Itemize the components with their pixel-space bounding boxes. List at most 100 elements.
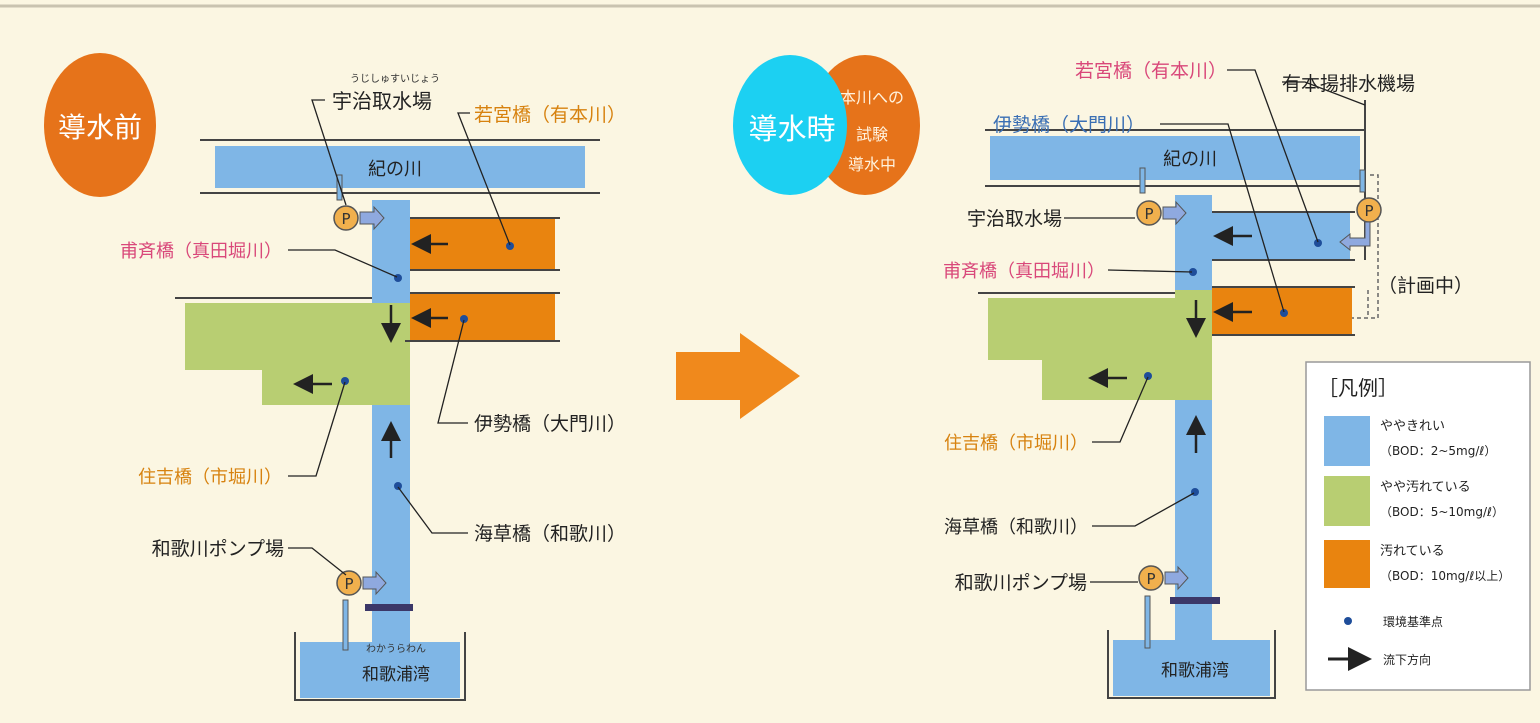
after-arimoto-drainage-label: 有本揚排水機場 [1282, 73, 1415, 95]
before-sumiyoshi-label: 住吉橋（市堀川） [138, 467, 282, 488]
planned-pipe [1352, 174, 1379, 319]
wakagawa-pump-icon [1138, 565, 1164, 591]
after-uji-label: 宇治取水場 [967, 208, 1062, 230]
leader-line [1282, 81, 1366, 106]
pump-outflow-arrow [1162, 200, 1187, 226]
after-bay-label: 和歌浦湾 [1161, 661, 1229, 681]
pump-letter: P [341, 210, 350, 228]
after-wakamiya-label: 若宮橋（有本川） [1075, 60, 1227, 82]
pump-outflow-arrow [1339, 221, 1371, 252]
pump-pipe [1139, 167, 1146, 194]
legend-item1-label: ややきれい [1380, 419, 1445, 434]
legend-item3-label: 汚れている [1380, 544, 1445, 559]
bay-furigana: わかうらわん [366, 643, 426, 655]
before-panel: 導水前 紀の川 わかうらわん 和歌浦湾 [44, 53, 626, 701]
leader-line [457, 112, 511, 246]
before-ise-label: 伊勢橋（大門川） [474, 413, 626, 435]
pump-letter: P [1144, 205, 1153, 223]
legend: ［凡例］ ややきれい （BOD：2~5mg/ℓ） やや汚れている （BOD：5~… [1305, 361, 1531, 691]
before-wakamiya-label: 若宮橋（有本川） [474, 104, 626, 126]
after-pump-station-label: 和歌川ポンプ場 [955, 572, 1087, 594]
transition-arrow [676, 333, 800, 419]
monitoring-point [1280, 309, 1288, 317]
after-ise-label: 伊勢橋（大門川） [993, 114, 1145, 136]
before-uji-label: 宇治取水場 [332, 89, 432, 113]
before-kaiso-label: 海草橋（和歌川） [474, 523, 626, 545]
after-badge-overlay-text: 導水時 [748, 112, 835, 146]
leader-line [311, 99, 347, 206]
leader-line [1227, 69, 1319, 243]
after-kinokawa-label: 紀の川 [1163, 149, 1217, 170]
wakaura-bay [1113, 640, 1270, 696]
monitoring-point [341, 377, 349, 385]
after-badge-hidden-3: 導水中 [848, 155, 896, 174]
wakagawa-pump-icon [336, 570, 362, 596]
bay-shore [294, 632, 466, 701]
monitoring-point [1144, 372, 1152, 380]
weir [365, 604, 413, 611]
leader-line [1160, 123, 1285, 313]
wakaura-bay [300, 642, 460, 698]
monitoring-point [460, 315, 468, 323]
legend-item1-sub: （BOD：2~5mg/ℓ） [1380, 444, 1496, 458]
legend-item2-sub: （BOD：5~10mg/ℓ） [1380, 505, 1504, 519]
legend-title: ［凡例］ [1318, 376, 1398, 400]
monitoring-point [1189, 268, 1197, 276]
pump-letter: P [344, 575, 353, 593]
pump-outflow-arrow [362, 570, 387, 596]
monitoring-point [1314, 239, 1322, 247]
legend-item2-label: やや汚れている [1380, 480, 1471, 495]
leader-line [1092, 376, 1149, 443]
uji-pump-icon [1136, 200, 1162, 226]
monitoring-point [1191, 488, 1199, 496]
after-sumiyoshi-label: 住吉橋（市堀川） [944, 433, 1088, 454]
monitoring-point [394, 274, 402, 282]
legend-item3-sub: （BOD：10mg/ℓ以上） [1380, 569, 1510, 583]
legend-swatch-polluted [1324, 540, 1370, 588]
pump-pipe [342, 599, 349, 651]
pump-pipe [336, 174, 343, 201]
leader-line [397, 486, 468, 534]
after-panel: 本川への 試験 導水中 導水時 紀の川 和歌浦湾 [733, 55, 1473, 699]
pump-outflow-arrow [1164, 565, 1189, 591]
pump-letter: P [1364, 202, 1373, 220]
kinokawa-river [990, 136, 1360, 180]
wakagawa-green-section [1175, 290, 1212, 400]
monitoring-point [506, 242, 514, 250]
leader-line [1092, 492, 1195, 527]
sumiyoshi-channel [185, 303, 372, 405]
leader-line [288, 249, 398, 278]
leader-line [288, 547, 347, 576]
monitoring-point [394, 482, 402, 490]
leader-line [437, 319, 468, 424]
before-kinokawa-label: 紀の川 [368, 159, 422, 180]
before-hosai-label: 甫斉橋（真田堀川） [120, 241, 282, 262]
legend-point-icon [1344, 617, 1352, 625]
uji-furigana: うじしゅすいじょう [350, 73, 440, 85]
legend-flow-label: 流下方向 [1383, 652, 1431, 667]
legend-swatch-moderate [1324, 476, 1370, 526]
after-planned-label: （計画中） [1378, 275, 1473, 297]
kinokawa-river [215, 146, 585, 188]
leader-line [1107, 269, 1193, 273]
pump-pipe [1359, 169, 1366, 193]
leader-line [288, 381, 346, 477]
before-pump-station-label: 和歌川ポンプ場 [152, 538, 284, 560]
weir [1170, 597, 1220, 604]
before-badge [44, 53, 156, 197]
legend-point-label: 環境基準点 [1383, 614, 1443, 629]
before-badge-text: 導水前 [58, 111, 142, 144]
legend-swatch-clean [1324, 416, 1370, 466]
before-bay-label: 和歌浦湾 [362, 665, 430, 685]
sumiyoshi-channel [988, 298, 1175, 400]
after-badge-overlay [733, 55, 847, 195]
after-badge-hidden-2: 試験 [856, 125, 888, 144]
uji-pump-icon [333, 205, 359, 231]
wakagawa-lower [1175, 400, 1212, 660]
pump-outflow-arrow [359, 205, 385, 231]
after-badge-hidden-1: 本川への [840, 88, 904, 107]
bay-shore [1107, 630, 1276, 699]
pump-pipe [1144, 595, 1151, 649]
pump-letter: P [1146, 570, 1155, 588]
